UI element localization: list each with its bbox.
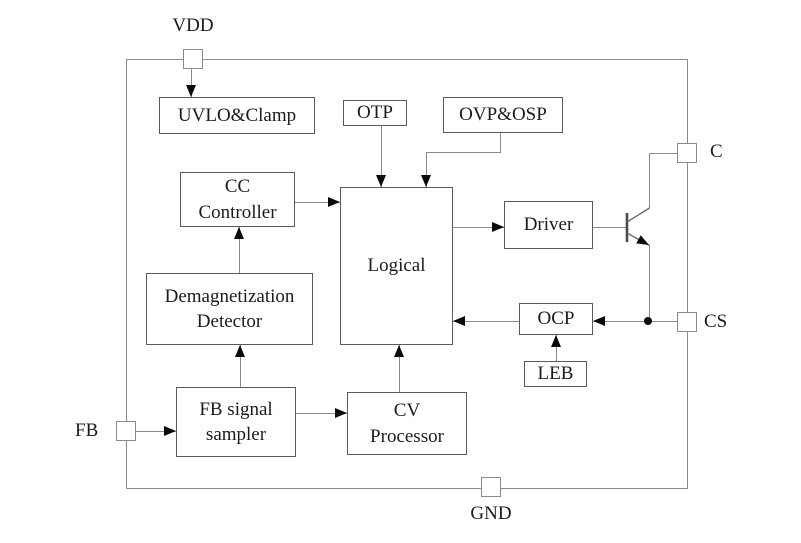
arrowhead-ocp-logical [453,316,465,326]
arrowhead-demag-cc [234,227,244,239]
block-ocp: OCP [519,303,593,335]
arrowhead-fbpin-fbsampler [164,426,176,436]
block-driver: Driver [504,201,593,249]
arrowhead-otp-logical [376,175,386,187]
block-otp: OTP [343,100,407,126]
pin-label-cs: CS [704,311,728,332]
pin-label-c: C [710,141,723,162]
wire-ocp-to-logical [453,321,519,322]
arrowhead-logical-driver [492,222,504,232]
junction-dot [644,317,652,325]
wire-ovp-horizontal [426,152,501,153]
wire-junction-to-ocp [593,321,648,322]
wire-logical-to-driver [453,227,504,228]
wire-cv-to-logical [399,345,400,392]
block-fb-signal-sampler: FB signal sampler [176,387,296,457]
pin-fb [116,421,136,441]
block-ovp-osp: OVP&OSP [443,97,563,133]
block-demag-detector: Demagnetization Detector [146,273,313,345]
arrowhead-fbsampler-cv [335,408,347,418]
wire-demag-to-cc [239,227,240,273]
block-logical: Logical [340,187,453,345]
wire-fbsampler-to-demag [240,345,241,387]
block-uvlo-clamp: UVLO&Clamp [159,97,315,134]
arrowhead-cs-ocp [593,316,605,326]
wire-ovp-drop-2 [426,152,427,187]
wire-fbpin-to-fbsampler [136,431,176,432]
pin-label-fb: FB [75,420,99,441]
block-leb: LEB [524,361,587,387]
wire-fbsampler-to-cv [296,413,347,414]
arrowhead-ovp-logical [421,175,431,187]
pin-label-gnd: GND [470,503,512,524]
wire-collector-to-c-pin [649,153,677,154]
npn-transistor-icon [625,207,650,247]
arrowhead-cv-logical [394,345,404,357]
wire-vdd-to-uvlo [191,67,192,97]
pin-c [677,143,697,163]
arrowhead-cc-logical [328,197,340,207]
wire-emitter-vertical [649,245,650,321]
pin-gnd [481,477,501,497]
wire-leb-to-ocp [556,335,557,361]
wire-ovp-drop-1 [500,133,501,152]
block-cv-processor: CV Processor [347,392,467,455]
arrowhead-leb-ocp [551,335,561,347]
wire-collector-vertical [649,153,650,208]
wire-cc-to-logical [295,202,340,203]
arrowhead-fbsampler-demag [235,345,245,357]
chip-boundary [126,59,688,489]
pin-cs [677,312,697,332]
wire-otp-to-logical [381,126,382,187]
wire-junction-to-cs [648,321,677,322]
arrowhead-vdd-uvlo [186,85,196,97]
wire-driver-to-base [593,227,627,228]
block-cc-controller: CC Controller [180,172,295,227]
pin-label-vdd: VDD [172,15,214,36]
pin-vdd [183,49,203,69]
